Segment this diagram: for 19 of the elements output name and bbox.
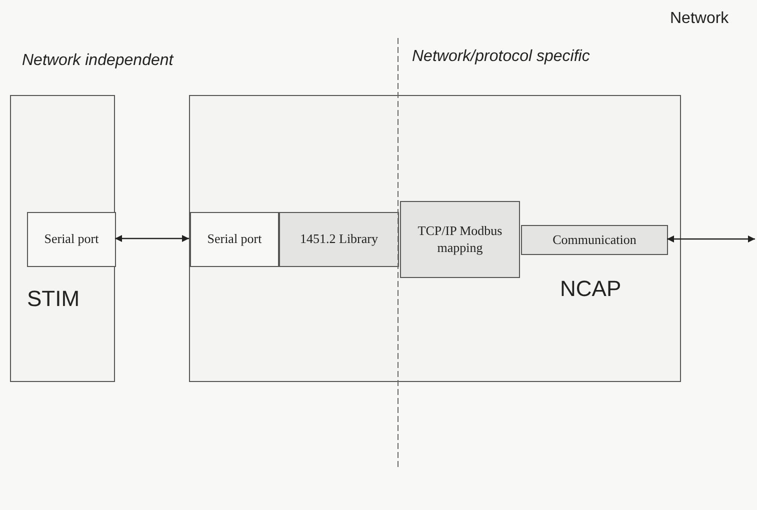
component-label: 1451.2 Library: [300, 231, 378, 248]
module-box: [10, 95, 115, 382]
section-label: Network: [670, 10, 729, 28]
component-box: [400, 201, 520, 278]
module-label: STIM: [27, 286, 80, 312]
module-box: [189, 95, 681, 382]
component-label: Communication: [552, 232, 636, 248]
component-box: [27, 212, 116, 267]
arrow: [115, 235, 189, 242]
component-label: Serial port: [44, 231, 99, 248]
section-label: Network/protocol specific: [412, 48, 590, 66]
component-label: Serial port: [207, 231, 262, 248]
component-label: TCP/IP Modbus mapping: [416, 222, 504, 256]
component-box: [279, 212, 399, 267]
component-box: [521, 225, 668, 255]
component-box: [190, 212, 279, 267]
arrow: [667, 236, 755, 242]
module-label: NCAP: [560, 276, 622, 302]
section-label: Network independent: [22, 52, 174, 70]
